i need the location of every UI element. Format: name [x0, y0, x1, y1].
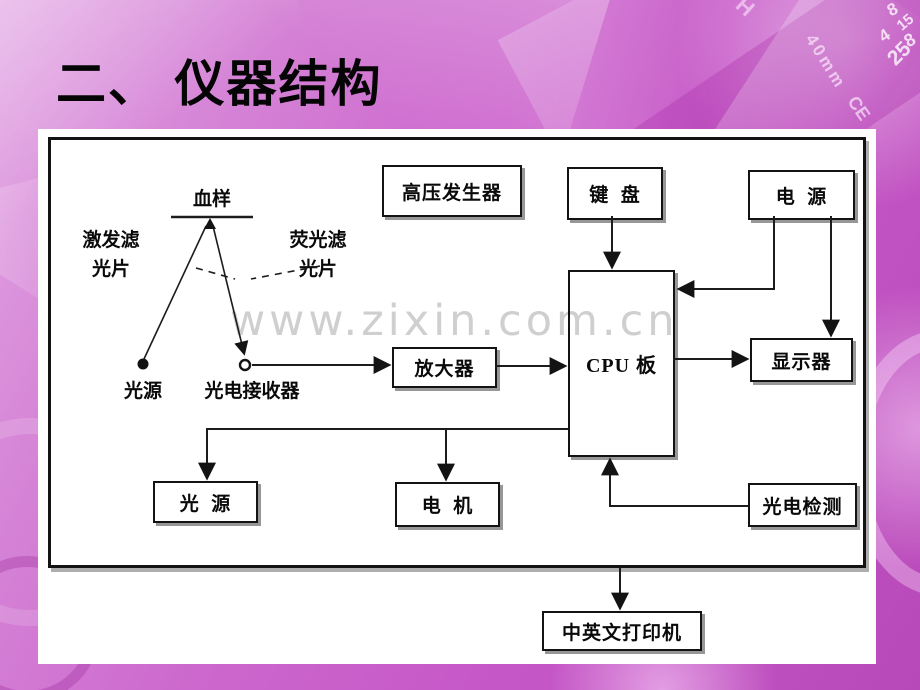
box-photo-detect: 光电检测 [748, 483, 857, 527]
label-blood-sample: 血样 [192, 189, 231, 210]
diagram-border [48, 137, 866, 568]
decor-lens-ce: CE [843, 92, 875, 125]
decor-number-8b: 8 [900, 28, 920, 52]
box-cpu: CPU 板 [568, 270, 675, 457]
box-amplifier: 放大器 [392, 347, 497, 388]
decor-number-25: 25 [882, 37, 916, 71]
decor-number-8: 8 [883, 0, 902, 21]
decor-number-4: 4 [875, 25, 894, 47]
page-title: 二、 仪器结构 [56, 56, 383, 112]
label-excitation-filter-line2: 光片 [91, 258, 130, 280]
label-emission-filter-line2: 光片 [298, 258, 337, 280]
label-photo-receiver: 光电接收器 [204, 381, 300, 402]
box-power: 电 源 [748, 170, 855, 220]
label-excitation-filter: 激发滤 光片 [60, 227, 162, 284]
box-printer: 中英文打印机 [542, 611, 702, 651]
label-lamp: 光源 [123, 381, 162, 402]
box-hv-generator: 高压发生器 [382, 165, 522, 217]
box-light-source: 光 源 [153, 481, 258, 523]
decor-number-15: 15 [893, 10, 918, 35]
label-excitation-filter-line1: 激发滤 [82, 230, 140, 251]
box-motor: 电 机 [395, 482, 500, 527]
label-emission-filter-line1: 荧光滤 [289, 230, 347, 251]
box-keyboard: 键 盘 [567, 167, 663, 220]
label-emission-filter: 荧光滤 光片 [266, 227, 370, 284]
decor-letter-h: H [731, 0, 760, 22]
decor-lens-40mm: 40mm [801, 30, 851, 93]
box-display: 显示器 [750, 338, 853, 382]
